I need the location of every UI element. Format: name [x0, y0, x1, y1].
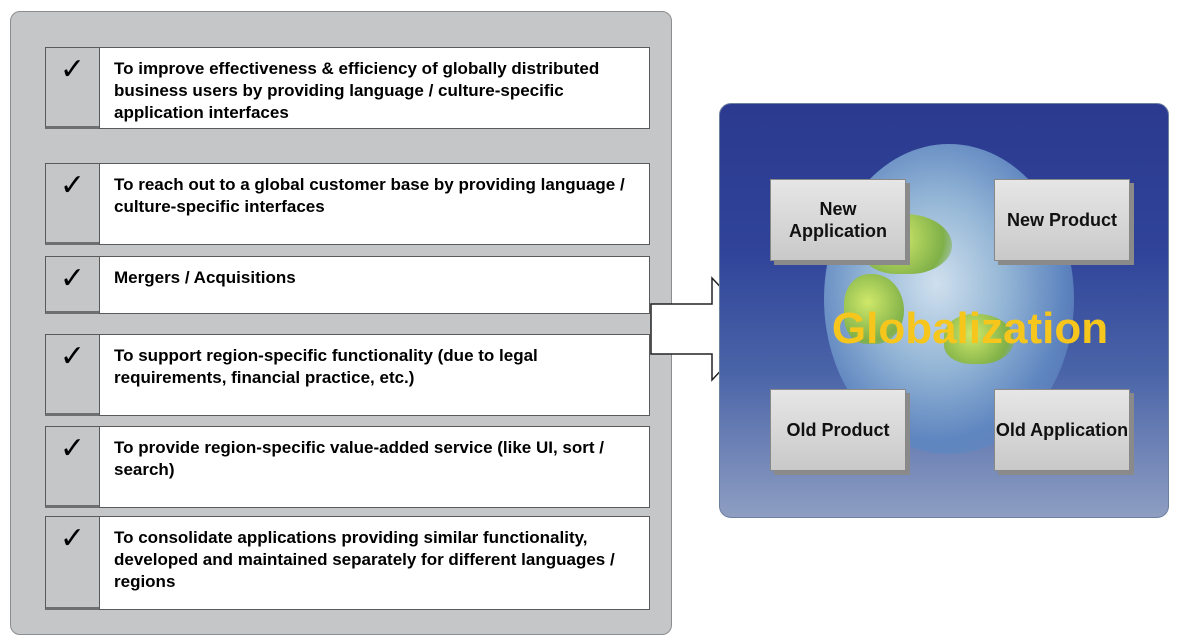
checkmark-icon: ✓	[45, 256, 99, 314]
reason-text: To consolidate applications providing si…	[99, 516, 650, 610]
reason-item: ✓ Mergers / Acquisitions	[45, 256, 650, 314]
reason-item: ✓ To consolidate applications providing …	[45, 516, 650, 610]
checkmark-icon: ✓	[45, 516, 99, 610]
reason-text: To provide region-specific value-added s…	[99, 426, 650, 508]
reason-text: To support region-specific functionality…	[99, 334, 650, 416]
tile-new-product: New Product	[994, 179, 1130, 261]
reason-text: To reach out to a global customer base b…	[99, 163, 650, 245]
tile-new-application: New Application	[770, 179, 906, 261]
checkmark-icon: ✓	[45, 163, 99, 245]
checkmark-icon: ✓	[45, 426, 99, 508]
reason-text: Mergers / Acquisitions	[99, 256, 650, 314]
reason-item: ✓ To reach out to a global customer base…	[45, 163, 650, 245]
checkmark-icon: ✓	[45, 334, 99, 416]
globalization-panel: New Application New Product Globalizatio…	[719, 103, 1169, 518]
tile-old-application: Old Application	[994, 389, 1130, 471]
checkmark-icon: ✓	[45, 47, 99, 129]
tile-old-product: Old Product	[770, 389, 906, 471]
reason-item: ✓ To provide region-specific value-added…	[45, 426, 650, 508]
reason-item: ✓ To improve effectiveness & efficiency …	[45, 47, 650, 129]
reason-item: ✓ To support region-specific functionali…	[45, 334, 650, 416]
globalization-title: Globalization	[831, 304, 1109, 353]
reason-text: To improve effectiveness & efficiency of…	[99, 47, 650, 129]
reasons-panel: ✓ To improve effectiveness & efficiency …	[10, 11, 672, 635]
